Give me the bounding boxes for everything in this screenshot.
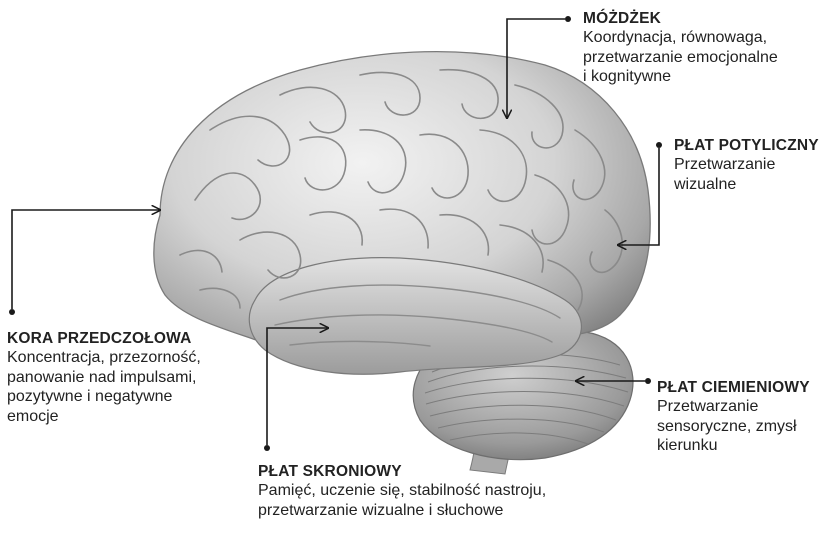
desc-line: emocje	[7, 407, 201, 427]
dot-ciemieniowy	[645, 378, 651, 384]
dot-przedczolowa	[9, 309, 15, 315]
label-potyliczny-title: PŁAT POTYLICZNY	[674, 136, 819, 155]
label-skroniowy-title: PŁAT SKRONIOWY	[258, 462, 546, 481]
label-przedczolowa-desc: Koncentracja, przezorność, panowanie nad…	[7, 348, 201, 426]
desc-line: przetwarzanie emocjonalne	[583, 48, 778, 68]
desc-line: Koordynacja, równowaga,	[583, 28, 778, 48]
label-skroniowy-desc: Pamięć, uczenie się, stabilność nastroju…	[258, 481, 546, 520]
desc-line: panowanie nad impulsami,	[7, 368, 201, 388]
line-przedczolowa	[12, 210, 160, 309]
desc-line: Pamięć, uczenie się, stabilność nastroju…	[258, 481, 546, 501]
desc-line: pozytywne i negatywne	[7, 387, 201, 407]
desc-line: sensoryczne, zmysł	[657, 417, 810, 437]
label-mozdzek-desc: Koordynacja, równowaga, przetwarzanie em…	[583, 28, 778, 87]
label-potyliczny-desc: Przetwarzanie wizualne	[674, 155, 819, 194]
label-mozdzek-title: MÓŻDŻEK	[583, 9, 778, 28]
desc-line: Przetwarzanie	[657, 397, 810, 417]
dot-potyliczny	[656, 142, 662, 148]
label-ciemieniowy: PŁAT CIEMIENIOWY Przetwarzanie sensorycz…	[657, 378, 810, 456]
label-mozdzek: MÓŻDŻEK Koordynacja, równowaga, przetwar…	[583, 9, 778, 87]
desc-line: wizualne	[674, 175, 819, 195]
label-przedczolowa: KORA PRZEDCZOŁOWA Koncentracja, przezorn…	[7, 329, 201, 426]
dot-skroniowy	[264, 445, 270, 451]
label-skroniowy: PŁAT SKRONIOWY Pamięć, uczenie się, stab…	[258, 462, 546, 520]
desc-line: kierunku	[657, 436, 810, 456]
label-ciemieniowy-title: PŁAT CIEMIENIOWY	[657, 378, 810, 397]
desc-line: i kognitywne	[583, 67, 778, 87]
label-przedczolowa-title: KORA PRZEDCZOŁOWA	[7, 329, 201, 348]
label-potyliczny: PŁAT POTYLICZNY Przetwarzanie wizualne	[674, 136, 819, 194]
label-ciemieniowy-desc: Przetwarzanie sensoryczne, zmysł kierunk…	[657, 397, 810, 456]
desc-line: Koncentracja, przezorność,	[7, 348, 201, 368]
dot-mozdzek	[565, 16, 571, 22]
desc-line: przetwarzanie wizualne i słuchowe	[258, 501, 546, 521]
desc-line: Przetwarzanie	[674, 155, 819, 175]
